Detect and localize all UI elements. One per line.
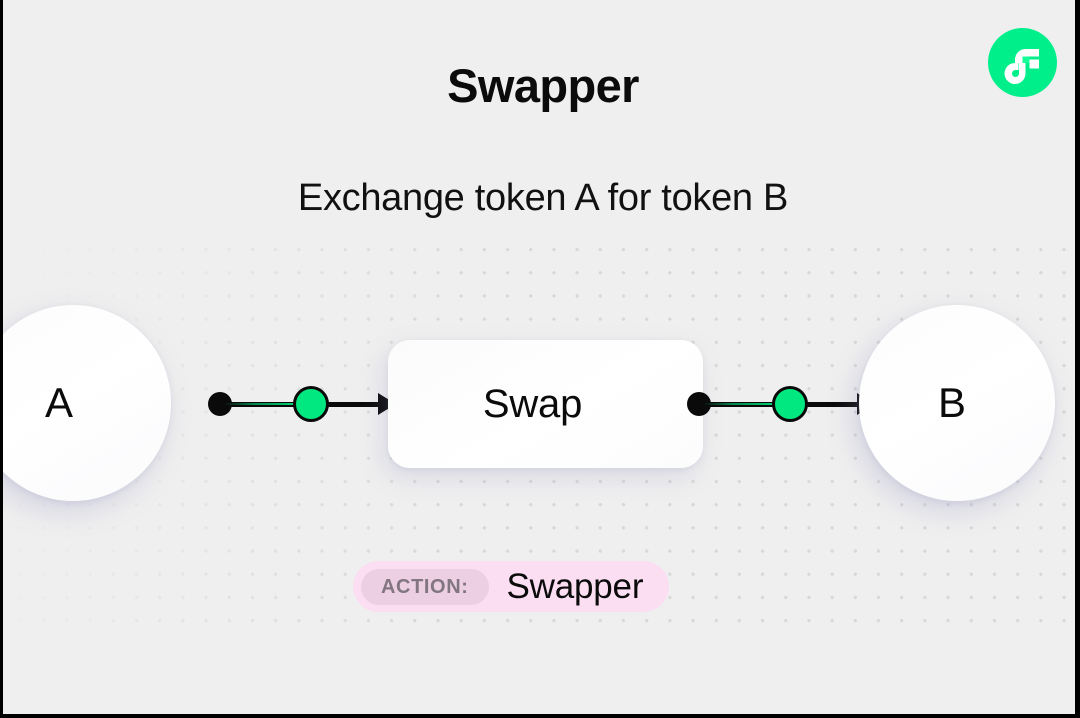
page-title: Swapper xyxy=(447,59,639,112)
action-badge: ACTION: Swapper xyxy=(353,561,670,612)
edge-arrow-line-left xyxy=(326,401,382,407)
token-node-b[interactable]: B xyxy=(859,305,1055,501)
action-badge-value: Swapper xyxy=(506,567,644,606)
flow-logo-icon xyxy=(988,28,1057,97)
edge-line-glow-left xyxy=(224,403,307,405)
token-node-a-label: A xyxy=(44,379,73,426)
edge-line-glow-right xyxy=(703,403,786,405)
edge-waypoint-dot-right[interactable] xyxy=(772,386,808,422)
edge-a-to-swap xyxy=(208,382,396,426)
swap-node-label: Swap xyxy=(482,381,583,426)
edge-waypoint-dot-left[interactable] xyxy=(293,386,329,422)
swap-node-card[interactable]: Swap xyxy=(388,340,703,468)
token-node-a[interactable]: A xyxy=(3,305,171,501)
edge-arrow-line-right xyxy=(805,401,861,407)
page-subtitle: Exchange token A for token B xyxy=(297,177,789,219)
edge-swap-to-b xyxy=(687,382,875,426)
token-node-b-label: B xyxy=(937,379,966,426)
action-badge-key: ACTION: xyxy=(361,568,489,605)
